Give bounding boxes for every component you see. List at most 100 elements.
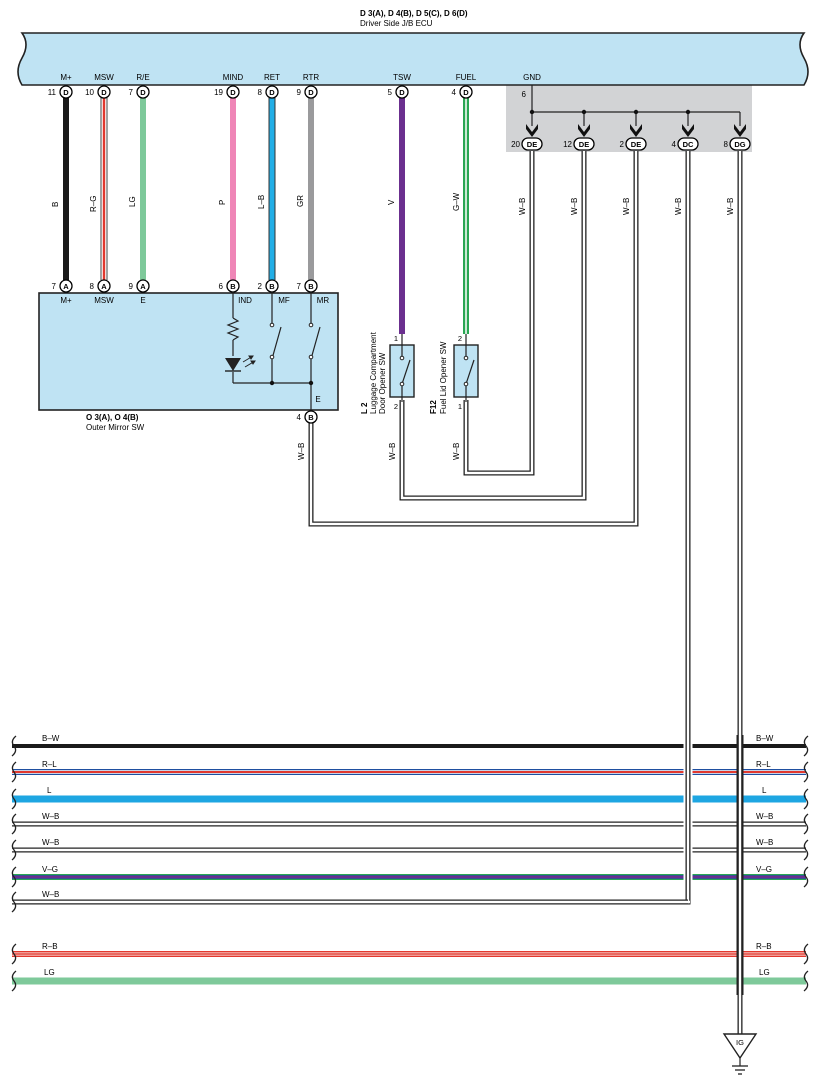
pin-number: 8 (724, 140, 729, 149)
pin-conn: DG (734, 140, 745, 149)
bus-label-right: W–B (756, 838, 773, 847)
pin-conn: A (140, 282, 146, 291)
pin-conn: D (101, 88, 107, 97)
wire-label: W–B (297, 443, 306, 460)
bus-wire-w-b-1: W–B W–B (12, 812, 806, 827)
pin-label: MR (317, 296, 330, 305)
wire-label: W–B (388, 443, 397, 460)
bus-label-left: B–W (42, 734, 60, 743)
pin-number: 2 (620, 140, 625, 149)
pin-conn: D (63, 88, 69, 97)
bus-label-left: W–B (42, 812, 59, 821)
ecu-pin-label: TSW (393, 73, 411, 82)
pin-conn: DE (631, 140, 641, 149)
bus-wire-w-b-3: W–B (42, 890, 59, 899)
ecu-connector-pins: 11 D 10 D 7 D 19 D 8 D 9 D 5 D 4 D 6 (48, 85, 527, 99)
w-b-labels: W–B W–B W–B W–B W–B W–B W–B W–B (297, 198, 735, 460)
pin-number: 8 (258, 88, 263, 97)
pin-number: 7 (129, 88, 134, 97)
wire-label: G–W (452, 192, 461, 211)
pin-number: 2 (258, 282, 263, 291)
luggage-sw-id: L 2 (360, 402, 369, 414)
pin-conn: D (230, 88, 236, 97)
wire-label: LG (128, 196, 137, 207)
pin-conn: DC (683, 140, 694, 149)
bus-wire-l: L L (12, 786, 806, 803)
ecu-pin-labels: M+ MSW R/E MIND RET RTR TSW FUEL GND (60, 73, 541, 82)
luggage-sw-name: Luggage Compartment (369, 331, 378, 414)
bus-wire-lg: LG LG (12, 968, 806, 985)
mirror-sw-subtitle: Outer Mirror SW (86, 423, 145, 432)
ecu-pin-label: MSW (94, 73, 114, 82)
luggage-sw: 1 2 L 2 Luggage Compartment Door Opener … (360, 331, 415, 414)
bus-wires: B–W B–W R–L R–L L L W–B W–B W–B (12, 734, 806, 985)
pin-conn: B (230, 282, 236, 291)
bus-label-right: L (762, 786, 767, 795)
ground-connector-pins: 20 DE 12 DE 2 DE 4 DC 8 DG (511, 137, 751, 151)
wire-label: W–B (674, 198, 683, 215)
pin-conn: D (140, 88, 146, 97)
break-marks (11, 735, 809, 992)
pin-conn: B (308, 282, 314, 291)
pin-conn: D (463, 88, 469, 97)
pin-number: 1 (458, 402, 462, 411)
fuel-lid-sw: 2 1 F12 Fuel Lid Opener SW (429, 334, 479, 414)
wire-label: V (387, 199, 396, 205)
wire-label: W–B (452, 443, 461, 460)
bus-label-right: R–L (756, 760, 771, 769)
pin-conn: D (399, 88, 405, 97)
ecu-title: D 3(A), D 4(B), D 5(C), D 6(D) (360, 9, 468, 18)
fuel-sw-id: F12 (429, 400, 438, 414)
mirror-sw-junction-dots (269, 380, 314, 386)
top-wires (63, 98, 469, 334)
pin-number: 4 (297, 413, 302, 422)
top-wire-labels: B R–G LG P L–B GR V G–W (51, 192, 461, 212)
pin-conn: A (63, 282, 69, 291)
mirror-sw-contacts (269, 322, 314, 360)
ecu-pin-label: MIND (223, 73, 244, 82)
ecu-pin-label: RET (264, 73, 280, 82)
pin-number: 8 (90, 282, 95, 291)
pin-conn: DE (527, 140, 537, 149)
ecu-pin-label: RTR (303, 73, 320, 82)
ground-label: IG (736, 1038, 744, 1047)
bus-label-right: V–G (756, 865, 772, 874)
pin-number: 10 (85, 88, 94, 97)
wire-label: W–B (570, 198, 579, 215)
wire-label: GR (296, 195, 305, 207)
wire-label: R–G (89, 196, 98, 212)
bus-label-right: R–B (756, 942, 772, 951)
bus-wire-b-w: B–W B–W (12, 734, 806, 748)
bus-wire-w-b-2: W–B W–B (12, 838, 806, 853)
wire-label: W–B (518, 198, 527, 215)
pin-conn: A (101, 282, 107, 291)
pin-conn: D (308, 88, 314, 97)
ecu-pin-label: M+ (60, 73, 72, 82)
bus-label-left: V–G (42, 865, 58, 874)
wire-label: W–B (726, 198, 735, 215)
pin-label: E (140, 296, 145, 305)
pin-number: 4 (452, 88, 457, 97)
ecu-pin-label: GND (523, 73, 541, 82)
pin-number: 2 (394, 402, 398, 411)
pin-number: 7 (52, 282, 57, 291)
ground-triangle-icon (722, 1033, 758, 1060)
bus-wire-r-l: R–L R–L (12, 760, 806, 775)
pin-number: 6 (219, 282, 224, 291)
led-icon (225, 358, 241, 371)
bus-label-left: R–L (42, 760, 57, 769)
ecu-pin-label: R/E (136, 73, 149, 82)
pin-number: 9 (129, 282, 134, 291)
pin-number: 7 (297, 282, 302, 291)
pin-number: 5 (388, 88, 393, 97)
pin-conn: B (308, 413, 314, 422)
ecu-pin-label: FUEL (456, 73, 477, 82)
wire-label: W–B (622, 198, 631, 215)
bus-label-left: W–B (42, 890, 59, 899)
bus-label-left: L (47, 786, 52, 795)
pin-label: M+ (60, 296, 72, 305)
pin-label: E (315, 395, 320, 404)
pin-conn: D (269, 88, 275, 97)
dc-crossing (12, 735, 693, 905)
ecu-body (17, 32, 809, 86)
